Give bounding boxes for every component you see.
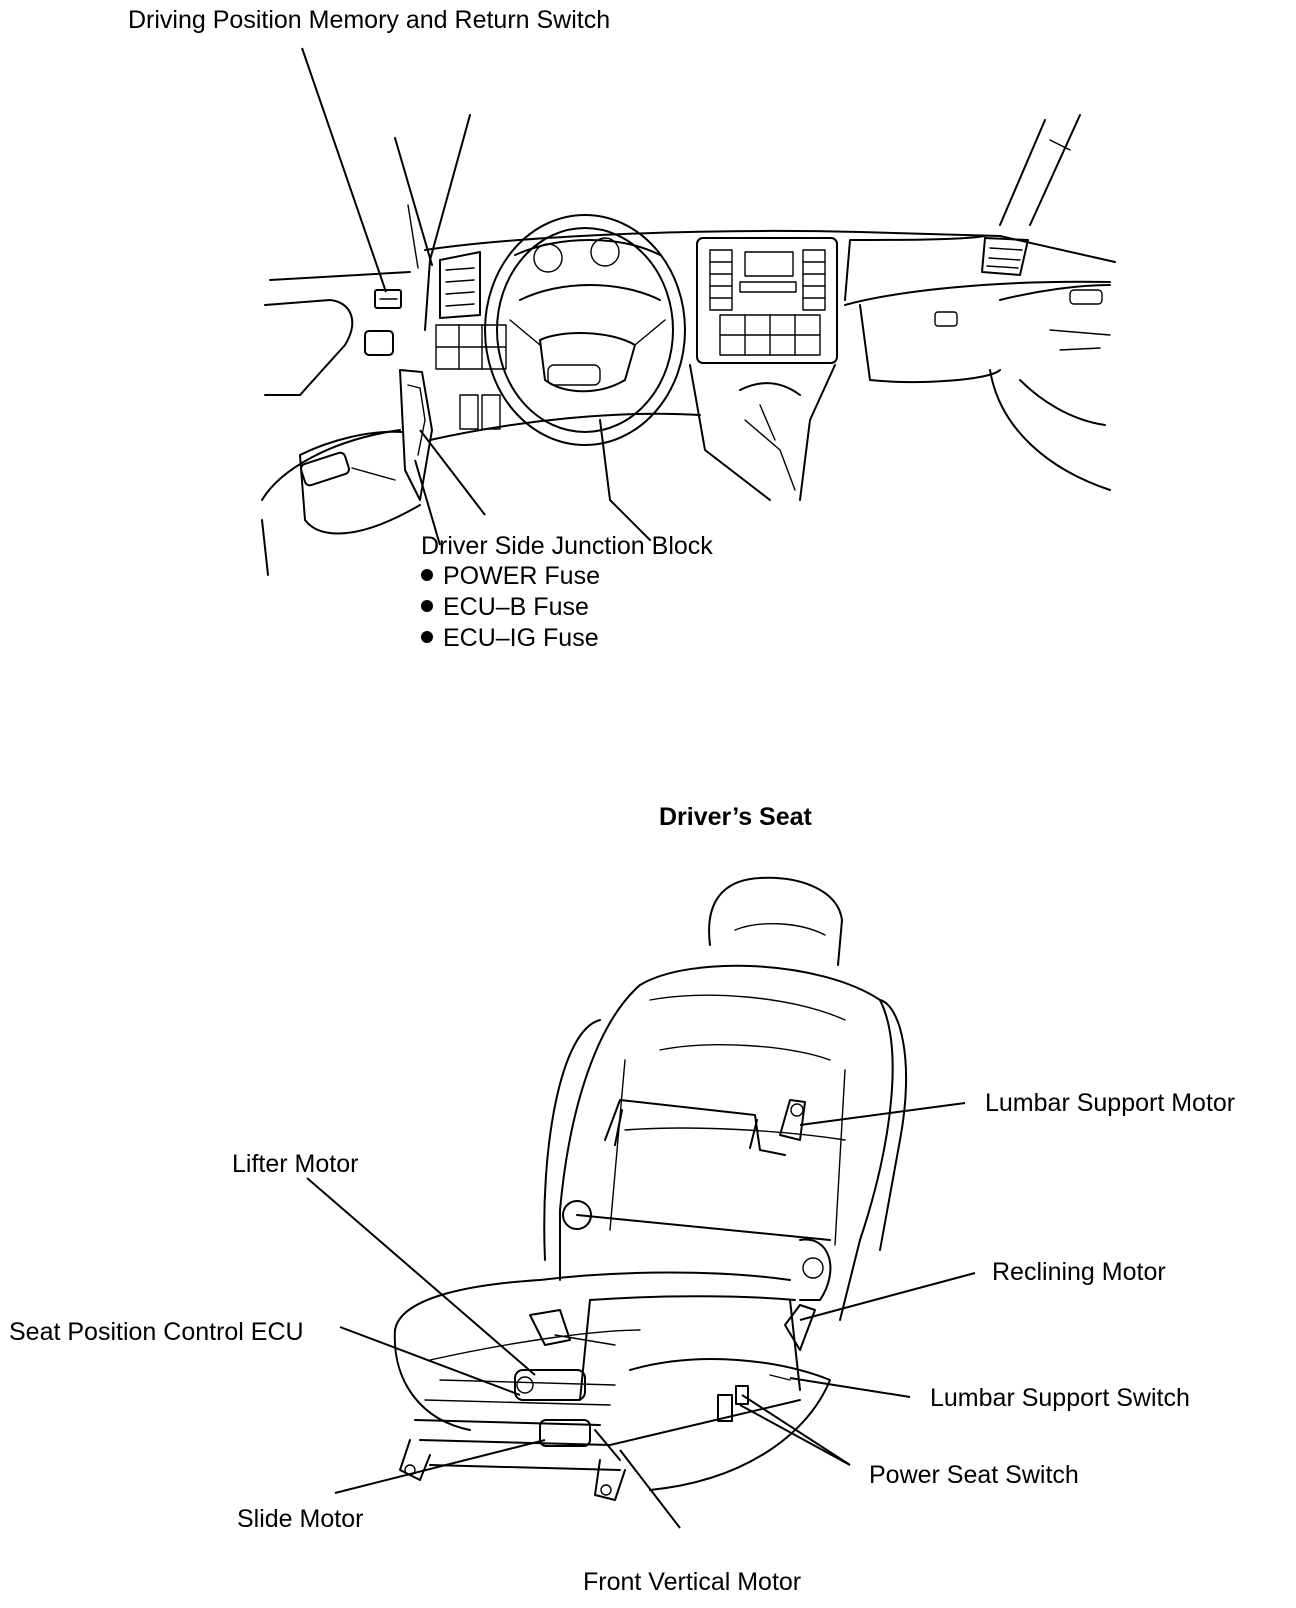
bullet-icon: [421, 600, 433, 613]
bullet-icon: [421, 569, 433, 582]
dashboard-leader-lines: [301, 47, 486, 546]
dashboard-illustration: [261, 114, 1116, 576]
fuse-label: ECU–B Fuse: [443, 593, 589, 621]
fuse-item: POWER Fuse: [421, 562, 600, 590]
bullet-icon: [421, 631, 433, 644]
fuse-label: ECU–IG Fuse: [443, 624, 599, 652]
reclining-motor-label: Reclining Motor: [992, 1258, 1166, 1286]
fuse-list: POWER Fuse ECU–B Fuse ECU–IG Fuse: [421, 562, 600, 652]
lumbar-support-switch-label: Lumbar Support Switch: [930, 1384, 1190, 1412]
seat-leader-lines: [306, 1102, 976, 1529]
seat-diagram-title: Driver’s Seat: [659, 803, 812, 831]
slide-motor-label: Slide Motor: [237, 1505, 364, 1533]
seat-position-control-ecu-label: Seat Position Control ECU: [9, 1318, 304, 1346]
junction-block-label: Driver Side Junction Block: [421, 532, 713, 560]
fuse-item: ECU–IG Fuse: [421, 624, 600, 652]
lumbar-support-motor-label: Lumbar Support Motor: [985, 1089, 1236, 1117]
power-seat-switch-label: Power Seat Switch: [869, 1461, 1079, 1489]
fuse-label: POWER Fuse: [443, 562, 600, 590]
seat-illustration: [393, 876, 908, 1501]
fuse-item: ECU–B Fuse: [421, 593, 600, 621]
memory-switch-label: Driving Position Memory and Return Switc…: [128, 6, 611, 34]
front-vertical-motor-label: Front Vertical Motor: [583, 1568, 802, 1596]
lifter-motor-label: Lifter Motor: [232, 1150, 359, 1178]
